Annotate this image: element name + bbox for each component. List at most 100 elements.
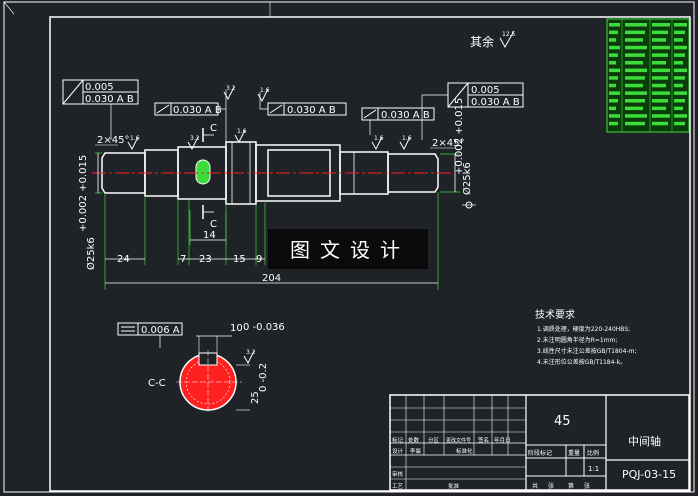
revision-mark <box>674 61 683 65</box>
roughness-other-label: 其余 <box>470 34 494 49</box>
dim-14: 14 <box>203 230 216 241</box>
revision-mark <box>674 30 685 35</box>
revision-mark <box>625 23 647 27</box>
section-label: C-C <box>148 378 166 389</box>
title-part-name: 中间轴 <box>628 434 661 448</box>
svg-text:共: 共 <box>532 482 538 490</box>
revision-mark <box>609 30 618 35</box>
svg-text:0.030 A B: 0.030 A B <box>173 105 222 116</box>
revision-mark <box>609 83 616 88</box>
svg-text:李晨: 李晨 <box>410 447 422 455</box>
svg-text:3.2: 3.2 <box>190 135 200 142</box>
revision-mark <box>674 121 685 126</box>
revision-mark <box>625 106 643 111</box>
revision-mark <box>609 106 616 111</box>
svg-text:处数: 处数 <box>408 436 420 444</box>
fcf-mid-2: 0.030 A B <box>259 92 347 116</box>
tech-req-item-3: 3.线性尺寸未注公差按GB/T1804-m; <box>537 347 636 355</box>
revision-mark <box>674 23 687 27</box>
fcf-left-top-value-2: 0.030 A B <box>85 94 134 105</box>
svg-text:C: C <box>210 123 217 134</box>
dim-7: 7 <box>180 254 186 265</box>
revision-mark <box>625 53 645 57</box>
title-block <box>389 394 690 491</box>
watermark: 图文设计 <box>268 229 428 269</box>
revision-mark <box>674 99 685 103</box>
svg-text:张: 张 <box>584 482 590 490</box>
title-material: 45 <box>554 414 571 429</box>
svg-text:设计: 设计 <box>392 447 404 455</box>
svg-text:图文设计: 图文设计 <box>290 238 410 262</box>
revision-mark <box>652 76 668 80</box>
tech-req-title: 技术要求 <box>535 308 575 321</box>
chamfer-left: 2×45° <box>97 135 129 146</box>
svg-text:第: 第 <box>568 482 574 490</box>
svg-text:0.030 A B: 0.030 A B <box>471 97 520 108</box>
dim-right-tol: +0.002 +0.015 <box>454 98 465 175</box>
revision-mark <box>674 106 683 111</box>
revision-mark <box>652 45 670 50</box>
dim-section-width: 10 <box>230 323 243 334</box>
revision-mark <box>609 114 620 118</box>
dimension-lines <box>97 153 456 284</box>
revision-mark <box>674 68 687 73</box>
revision-mark <box>609 99 618 103</box>
svg-text:1.6: 1.6 <box>260 87 270 94</box>
revision-mark <box>625 114 647 118</box>
svg-text:张: 张 <box>548 482 554 490</box>
revision-mark <box>652 30 668 35</box>
svg-text:批准: 批准 <box>448 482 460 490</box>
roughness-other-symbol: 12.5 <box>499 30 516 49</box>
dim-left-tol: +0.002 +0.015 <box>78 155 89 232</box>
svg-text:1.6: 1.6 <box>402 135 412 142</box>
dim-9: 9 <box>256 254 262 265</box>
revision-mark <box>674 76 685 80</box>
revision-mark <box>674 114 687 118</box>
revision-mark <box>609 61 616 65</box>
svg-text:工艺: 工艺 <box>392 483 404 490</box>
svg-text:C: C <box>210 219 217 230</box>
revision-mark <box>609 45 620 50</box>
svg-text:0.030 A B: 0.030 A B <box>287 105 336 116</box>
section-cut-marks: C C <box>202 123 217 230</box>
svg-text:签名: 签名 <box>478 436 489 444</box>
tech-req-item-4: 4.未注形位公差按GB/T1184-k。 <box>537 358 626 366</box>
revision-mark <box>609 38 616 42</box>
revision-mark <box>652 61 666 65</box>
revision-table <box>606 18 690 133</box>
dim-left-dia: Ø25k6 <box>85 237 97 270</box>
dim-24: 24 <box>117 254 130 265</box>
revision-mark <box>652 53 668 57</box>
revision-mark <box>625 99 645 103</box>
revision-mark <box>609 121 618 126</box>
revision-mark <box>674 53 685 57</box>
revision-mark <box>652 38 666 42</box>
revision-mark <box>674 45 687 50</box>
revision-mark <box>652 83 666 88</box>
revision-mark <box>609 68 620 73</box>
section-view <box>176 336 250 414</box>
revision-mark <box>625 30 645 35</box>
revision-mark <box>652 91 670 95</box>
svg-text:年月日: 年月日 <box>494 436 511 444</box>
revision-mark <box>609 53 618 57</box>
revision-mark <box>625 76 645 80</box>
dim-23: 23 <box>199 254 212 265</box>
dim-section-width-tol: 0 -0.036 <box>243 322 285 333</box>
svg-text:1.6: 1.6 <box>237 128 247 135</box>
fcf-left-top-value-1: 0.005 <box>85 82 114 93</box>
revision-mark <box>652 99 668 103</box>
revision-mark <box>652 68 670 73</box>
revision-mark <box>625 68 647 73</box>
tech-req-item-1: 1.调质处理，硬度为220-240HBS; <box>537 325 630 333</box>
dim-section-depth: 25 <box>250 391 261 404</box>
outer-frame <box>3 1 695 493</box>
fcf-mid-3: 0.030 A B <box>361 107 435 135</box>
dim-15: 15 <box>233 254 246 265</box>
title-drawing-no: PQJ-03-15 <box>622 468 676 481</box>
revision-mark <box>625 83 643 88</box>
svg-text:12.5: 12.5 <box>502 31 516 38</box>
svg-text:分区: 分区 <box>428 436 440 444</box>
revision-mark <box>625 91 647 95</box>
